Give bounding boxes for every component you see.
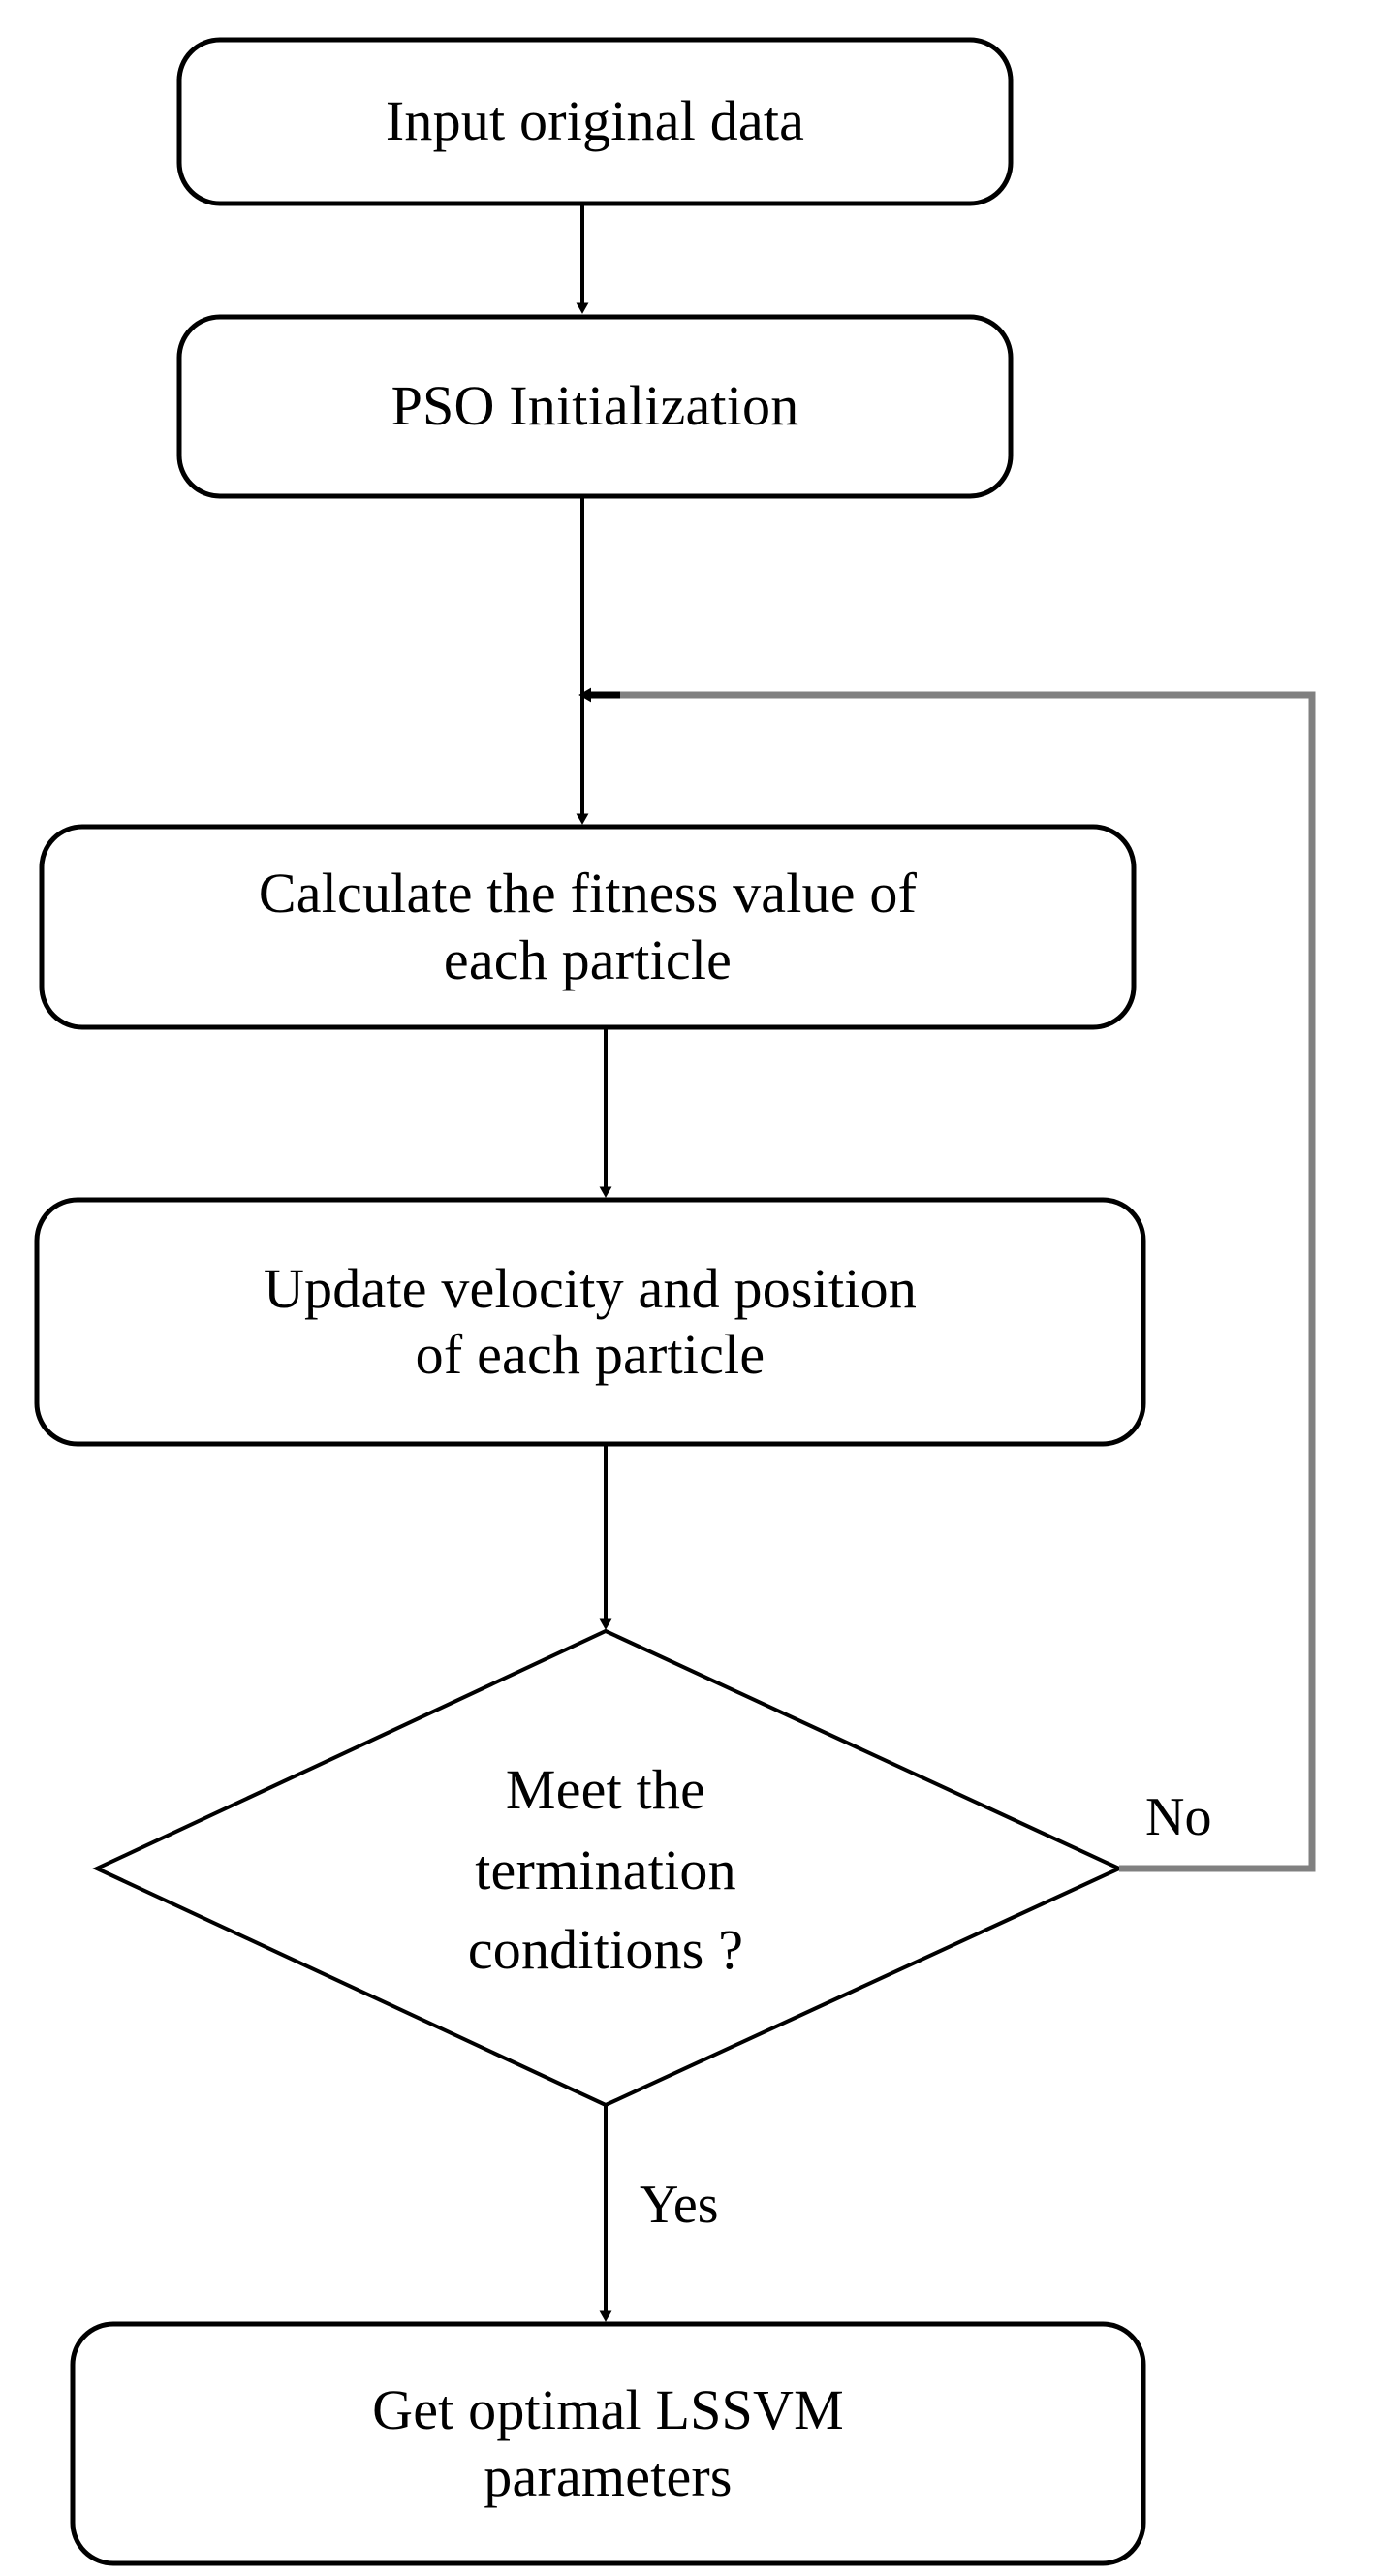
connector-no-loop-back bbox=[593, 691, 1316, 1872]
node-shape-update-velocity-position bbox=[34, 1197, 1146, 1447]
edge-label-yes: Yes bbox=[640, 2175, 719, 2235]
node-shape-input-original-data bbox=[176, 37, 1014, 206]
node-shape-pso-initialization bbox=[176, 314, 1014, 499]
edge-label-no: No bbox=[1145, 1787, 1212, 1847]
node-shape-termination-decision bbox=[92, 1628, 1124, 2108]
node-shape-get-optimal-parameters bbox=[70, 2321, 1146, 2566]
node-shape-calculate-fitness bbox=[39, 824, 1137, 1030]
